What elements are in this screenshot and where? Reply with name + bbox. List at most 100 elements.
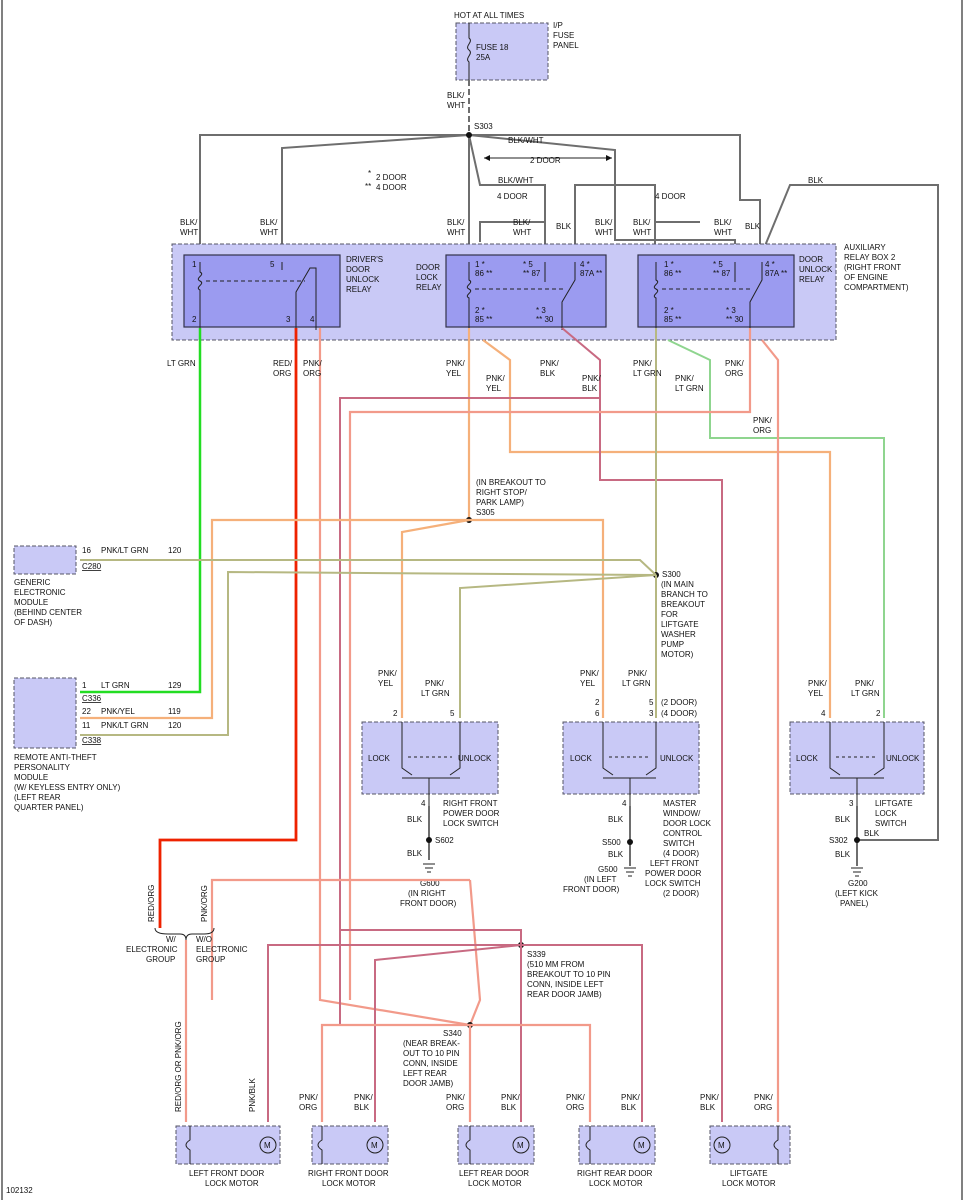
s339-label: S339 xyxy=(527,950,546,959)
rf-label-ltg: LT GRN xyxy=(421,689,450,698)
unlock-relay-label-3: RELAY xyxy=(799,275,825,284)
splice-s303-label: S303 xyxy=(474,122,493,131)
lr-motor-pnk2: PNK/ xyxy=(501,1093,520,1102)
driver-pin-4: 4 xyxy=(310,315,315,324)
ms-label-pnk: PNK/ xyxy=(580,669,599,678)
rf-blk-2: BLK xyxy=(407,849,423,858)
lr-motor-m: M xyxy=(517,1141,524,1150)
rap-connector-c336: C336 xyxy=(82,694,102,703)
unlock-pin-1: 1 * xyxy=(664,260,674,269)
label-red-org-vert: RED/ORG xyxy=(147,885,156,922)
rap-row2-pin: 22 xyxy=(82,707,91,716)
ms-pin-6: 6 xyxy=(595,709,600,718)
rr-motor-label-1: RIGHT REAR DOOR xyxy=(577,1169,653,1178)
label-org-red: ORG xyxy=(273,369,291,378)
ms-unlock-label: UNLOCK xyxy=(660,754,694,763)
rap-row2-wire: PNK/YEL xyxy=(101,707,135,716)
wire-pnk-org-liftgate-motor xyxy=(761,339,780,1122)
label-two-door: 2 DOOR xyxy=(530,156,561,165)
rf-label-pnk2: PNK/ xyxy=(425,679,444,688)
rap-label-1: REMOTE ANTI-THEFT xyxy=(14,753,97,762)
wire-pnk-yel-liftgate xyxy=(482,339,832,718)
generic-electronic-module xyxy=(13,545,77,575)
rr-motor-blk: BLK xyxy=(621,1103,637,1112)
label-blk-i: BLK xyxy=(745,222,761,231)
ms-name-3: DOOR LOCK xyxy=(663,819,712,828)
driver-pin-5: 5 xyxy=(270,260,275,269)
fuse-panel-label-3: PANEL xyxy=(553,41,579,50)
wo-eg-3: GROUP xyxy=(196,955,225,964)
wire-s339-lf-motor xyxy=(267,944,521,1122)
s339-note-2: BREAKOUT TO 10 PIN xyxy=(527,970,611,979)
label-wht-b: WHT xyxy=(260,228,278,237)
lock-pin-85: 85 ** xyxy=(475,315,492,324)
rf-label-yel: YEL xyxy=(378,679,394,688)
lg-motor-winding xyxy=(773,1126,779,1164)
unlock-relay-label-2: UNLOCK xyxy=(799,265,833,274)
splice-s602-label: S602 xyxy=(435,836,454,845)
rr-motor-winding xyxy=(585,1126,591,1164)
label-four-door-b: 4 DOOR xyxy=(655,192,686,201)
s300-note-1: (IN MAIN xyxy=(661,580,694,589)
rf-motor-label-2: LOCK MOTOR xyxy=(322,1179,376,1188)
s300-note-3: BREAKOUT xyxy=(661,600,705,609)
driver-relay-coil xyxy=(197,262,203,330)
w-eg-2: ELECTRONIC xyxy=(126,945,178,954)
lg-label-yel: YEL xyxy=(808,689,824,698)
unlock-pin-86: 86 ** xyxy=(664,269,681,278)
lg-blk-1: BLK xyxy=(835,815,851,824)
label-org-unlock30: ORG xyxy=(725,369,743,378)
wire-lt-grn-liftgate xyxy=(667,339,885,718)
gem-circuit: 120 xyxy=(168,546,182,555)
unlock-relay-contacts xyxy=(734,262,763,330)
right-front-door-lock-motor: M RIGHT FRONT DOOR LOCK MOTOR xyxy=(308,1125,389,1188)
lf-motor-label-2: LOCK MOTOR xyxy=(205,1179,259,1188)
label-ltg-ltg2: LT GRN xyxy=(675,384,704,393)
s340-label: S340 xyxy=(443,1029,462,1038)
lock-relay-label-1: DOOR xyxy=(416,263,440,272)
driver-relay-label-2: DOOR xyxy=(346,265,370,274)
splice-s500-label: S500 xyxy=(602,838,621,847)
legend-star: * xyxy=(368,169,371,178)
rf-label-pnk: PNK/ xyxy=(378,669,397,678)
lg-name-3: SWITCH xyxy=(875,819,907,828)
wire-blk-to-s302 xyxy=(759,184,939,841)
label-pnk-driver: PNK/ xyxy=(303,359,322,368)
ms-lock-label: LOCK xyxy=(570,754,592,763)
lg-motor-pnk2: PNK/ xyxy=(754,1093,773,1102)
label-blk-a: BLK/ xyxy=(180,218,198,227)
rf-motor-box xyxy=(311,1125,389,1165)
wire-red-org xyxy=(158,328,298,928)
g500-label-2: (IN LEFT xyxy=(584,875,617,884)
s340-note-5: DOOR JAMB) xyxy=(403,1079,454,1088)
ms-name-9: LOCK SWITCH xyxy=(645,879,701,888)
rf-motor-pnk: PNK/ xyxy=(299,1093,318,1102)
rap-row3-pin: 11 xyxy=(82,721,91,730)
s305-label: S305 xyxy=(476,508,495,517)
lf-motor-box xyxy=(175,1125,281,1165)
ms-name-5: SWITCH xyxy=(663,839,695,848)
unlock-pin-85: 85 ** xyxy=(664,315,681,324)
label-pnk-blk-vert: PNK/BLK xyxy=(248,1078,257,1112)
rap-label-5: (LEFT REAR xyxy=(14,793,61,802)
splice-s302-label: S302 xyxy=(829,836,848,845)
rf-pin-2: 2 xyxy=(393,709,398,718)
lock-pin-87: ** 87 xyxy=(523,269,541,278)
unlock-pin-87a: 87A ** xyxy=(765,269,787,278)
left-front-door-lock-motor: M LEFT FRONT DOOR LOCK MOTOR xyxy=(175,1125,281,1188)
label-blk-b: BLK/ xyxy=(260,218,278,227)
lf-motor-label-1: LEFT FRONT DOOR xyxy=(189,1169,264,1178)
lr-motor-icon xyxy=(512,1136,530,1154)
rap-row2-circuit: 119 xyxy=(168,707,181,716)
rr-motor-icon xyxy=(633,1136,651,1154)
right-front-lock-switch xyxy=(361,721,499,795)
label-blk-wht-mid: BLK/WHT xyxy=(498,176,534,185)
aux-box-label-3: (RIGHT FRONT xyxy=(844,263,901,272)
lg-motor-label-2: LOCK MOTOR xyxy=(722,1179,776,1188)
aux-box-label-2: RELAY BOX 2 xyxy=(844,253,896,262)
ms-pin-3: 3 xyxy=(649,709,654,718)
driver-relay-label-4: RELAY xyxy=(346,285,372,294)
lg-name-2: LOCK xyxy=(875,809,897,818)
label-pnk-lg: PNK/ xyxy=(753,416,772,425)
s339-note-4: REAR DOOR JAMB) xyxy=(527,990,602,999)
